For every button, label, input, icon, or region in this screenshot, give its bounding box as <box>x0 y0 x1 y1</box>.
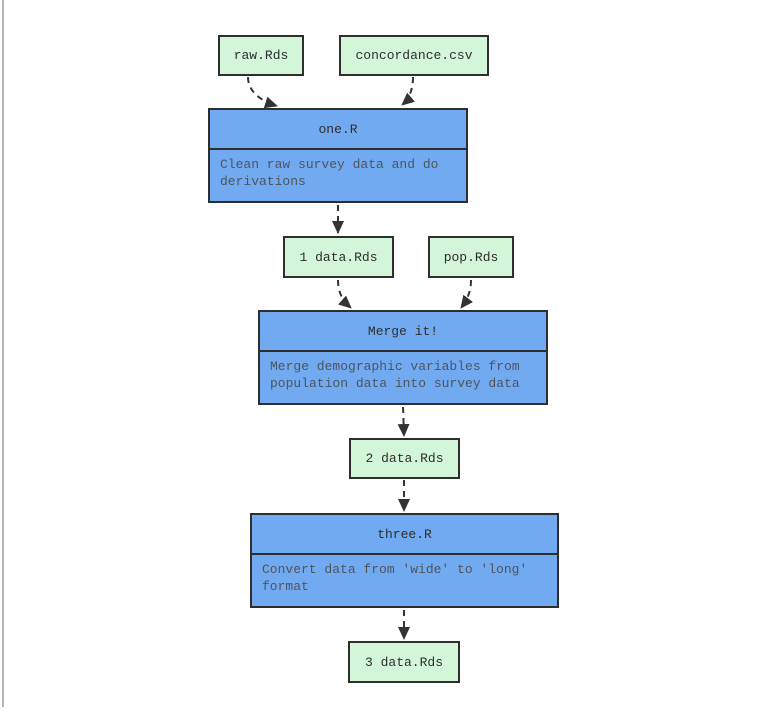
file-node-label: 3 data.Rds <box>364 654 443 670</box>
script-node-three-r[interactable]: three.R Convert data from 'wide' to 'lon… <box>250 513 559 608</box>
edge-pop-rds-to-merge-it <box>460 279 473 309</box>
script-node-merge-it[interactable]: Merge it! Merge demographic variables fr… <box>258 310 548 405</box>
file-node-label: pop.Rds <box>443 249 499 265</box>
script-node-description: Convert data from 'wide' to 'long' forma… <box>262 562 528 594</box>
file-node-label: 1 data.Rds <box>299 249 378 265</box>
window-left-edge <box>2 0 4 707</box>
file-node-3-data-rds[interactable]: 3 data.Rds <box>348 641 460 683</box>
file-node-pop-rds[interactable]: pop.Rds <box>428 236 514 278</box>
script-node-description: Merge demographic variables from populat… <box>270 359 520 391</box>
edge-merge-it-to-2-data-rds <box>397 406 410 437</box>
script-node-title: one.R <box>210 110 466 150</box>
script-node-description: Clean raw survey data and do derivations <box>220 157 439 189</box>
script-node-one-r[interactable]: one.R Clean raw survey data and do deriv… <box>208 108 468 203</box>
file-node-label: raw.Rds <box>233 48 289 63</box>
file-node-label: 2 data.Rds <box>365 451 444 466</box>
script-node-title: Merge it! <box>260 312 546 352</box>
file-node-1-data-rds[interactable]: 1 data.Rds <box>283 236 394 278</box>
script-node-title-text: three.R <box>377 526 432 542</box>
script-node-title-text: one.R <box>318 121 358 137</box>
edge-raw-rds-to-one-r <box>247 76 278 109</box>
script-node-title: three.R <box>252 515 557 555</box>
file-node-concordance-csv[interactable]: concordance.csv <box>339 35 489 76</box>
edge-1-data-rds-to-merge-it <box>337 279 352 309</box>
file-node-2-data-rds[interactable]: 2 data.Rds <box>349 438 460 479</box>
file-node-raw-rds[interactable]: raw.Rds <box>218 35 304 76</box>
file-node-label: concordance.csv <box>355 48 473 63</box>
edge-concordance-csv-to-one-r <box>401 76 416 106</box>
script-node-title-text: Merge it! <box>367 323 439 339</box>
